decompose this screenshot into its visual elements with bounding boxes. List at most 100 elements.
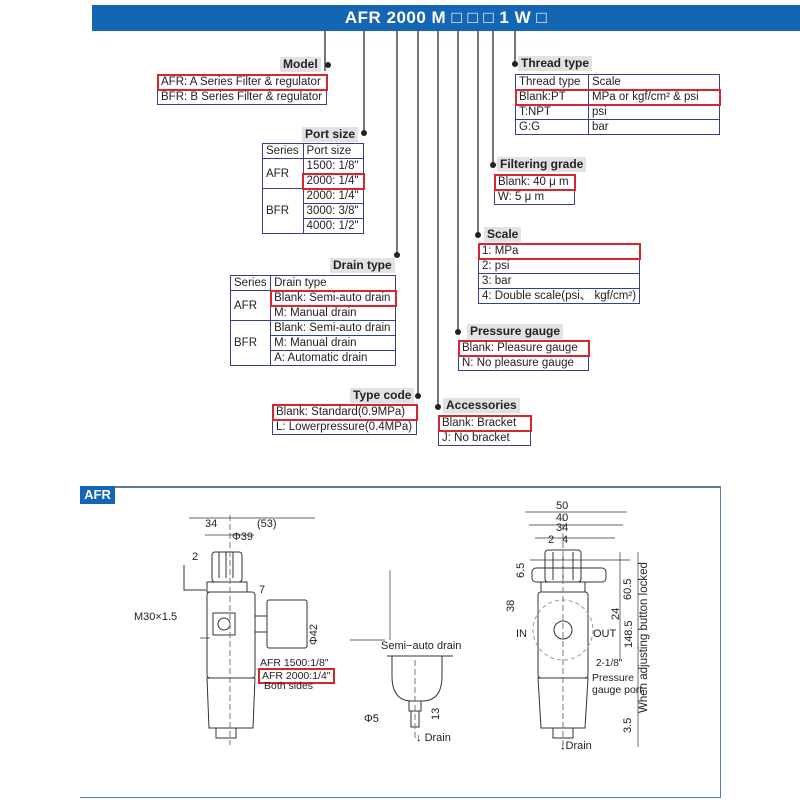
column-header: Series (262, 143, 304, 159)
port-label-1500: AFR 1500:1/8" (260, 657, 329, 669)
thread-option: G:G (515, 119, 589, 135)
filter-option: W: 5 μ m (494, 189, 575, 205)
port-option: 1500: 1/8" (302, 158, 365, 174)
connector-line (477, 31, 479, 237)
scale-option: 4: Double scale(psi、 kgf/cm²) (477, 288, 641, 304)
column-header: Drain type (270, 275, 396, 291)
dim-phi42: Φ42 (308, 623, 320, 645)
port-option: 3000: 3/8" (302, 203, 365, 219)
port-label-2000: AFR 2000:1/4" (258, 668, 335, 684)
filtering-grade-table: Blank: 40 μ m W: 5 μ m (493, 173, 576, 205)
model-code-title: AFR 2000 M □ □ □ 1 W □ (344, 8, 548, 27)
connector-line (514, 31, 516, 65)
connector-line (437, 31, 439, 407)
header-bar (92, 5, 800, 31)
connector-line (457, 31, 459, 333)
dim-40: 40 (556, 512, 569, 524)
dim-34: 34 (205, 518, 218, 530)
series-cell: BFR (229, 320, 272, 366)
thread-m30-label: M30×1.5 (134, 611, 178, 623)
drain-text: Drain (565, 740, 592, 752)
column-header: Series (229, 275, 272, 291)
scale-option: 2: psi (477, 258, 641, 274)
dim-2: 2 (548, 534, 555, 546)
connector-line (396, 31, 398, 256)
accessory-option: J: No bracket (438, 430, 531, 446)
type-code-option: L: Lowerpressure(0.4MPa) (272, 419, 417, 435)
front-view-drawing (525, 511, 639, 750)
dim-2: 2 (192, 551, 199, 563)
gauge-option: N: No pleasure gauge (458, 355, 589, 371)
filtering-grade-label: Filtering grade (497, 157, 587, 172)
scale-label: Scale (484, 227, 522, 242)
dim-38: 38 (505, 599, 517, 612)
type-code-table: Blank: Standard(0.9MPa) L: Lowerpressure… (271, 403, 418, 435)
dim-24: 24 (610, 607, 622, 620)
connector-line (417, 31, 419, 397)
dim-3-5: 3.5 (622, 717, 634, 733)
locked-note: When adjusting button locked (638, 562, 650, 713)
semi-auto-drain-drawing (387, 655, 453, 740)
out-port-label: OUT (593, 628, 617, 640)
drain-type-label: Drain type (330, 258, 395, 273)
drain-label-right: ↓Drain (560, 740, 592, 752)
accessories-label: Accessories (443, 398, 520, 413)
dim-148-5: 148.5 (623, 620, 635, 648)
dim-13: 13 (430, 707, 442, 720)
pressure-gauge-label: Pressure gauge (467, 324, 564, 339)
dim-34: 34 (556, 522, 569, 534)
connector-dot (490, 162, 496, 168)
type-code-label: Type code (350, 388, 415, 403)
connector-dot (512, 61, 518, 67)
gauge-port-label-1: Pressure (592, 672, 635, 684)
connector-dot (475, 232, 481, 238)
dim-53: (53) (257, 518, 277, 530)
connector-dot (415, 393, 421, 399)
in-port-label: IN (516, 628, 527, 640)
connector-line (363, 31, 365, 134)
connector-dot (325, 62, 331, 68)
thread-scale: bar (588, 119, 720, 135)
gauge-port-label-2: gauge port (592, 684, 643, 696)
connector-dot (455, 329, 461, 335)
side-view-drawing (183, 515, 391, 745)
drain-text: Drain (424, 732, 451, 744)
dim-6-5: 6.5 (515, 562, 527, 578)
port-option: 4000: 1/2" (302, 218, 365, 234)
both-sides-label: Both sides (264, 680, 314, 692)
connector-dot (361, 130, 367, 136)
gauge-option: Blank: Pleasure gauge (457, 339, 590, 357)
dim-60-5: 60.5 (622, 578, 634, 600)
model-label: Model (280, 57, 321, 72)
dim-7: 7 (259, 584, 266, 596)
connector-line (324, 31, 326, 71)
series-cell: AFR (262, 158, 304, 189)
gauge-port-size: 2-1/8" (596, 658, 623, 669)
dim-phi39: Φ39 (232, 531, 254, 543)
series-cell: AFR (229, 290, 272, 321)
port-option: 2000: 1/4" (302, 188, 365, 204)
dim-50: 50 (556, 500, 569, 512)
series-cell: BFR (262, 188, 304, 234)
model-table: AFR: A Series Filter & regulator BFR: B … (156, 73, 328, 105)
scale-table: 1: MPa 2: psi 3: bar 4: Double scale(psi… (477, 242, 641, 304)
semi-auto-drain-title: Semi−auto drain (381, 640, 462, 652)
connector-line (492, 31, 494, 165)
accessories-table: Blank: Bracket J: No bracket (437, 414, 532, 446)
pressure-gauge-table: Blank: Pleasure gauge N: No pleasure gau… (457, 339, 590, 371)
section-tag: AFR (80, 486, 115, 504)
dim-phi5: Φ5 (364, 713, 379, 725)
thread-type-label: Thread type (518, 56, 593, 71)
dim-4: 4 (562, 534, 569, 546)
accessory-option: Blank: Bracket (437, 414, 532, 432)
connector-dot (435, 404, 441, 410)
connector-dot (394, 252, 400, 258)
thread-scale: MPa or kgf/cm² & psi (588, 89, 720, 105)
drain-label: ↓ Drain (416, 732, 451, 744)
drain-option: A: Automatic drain (270, 350, 396, 366)
port-size-label: Port size (302, 127, 359, 142)
